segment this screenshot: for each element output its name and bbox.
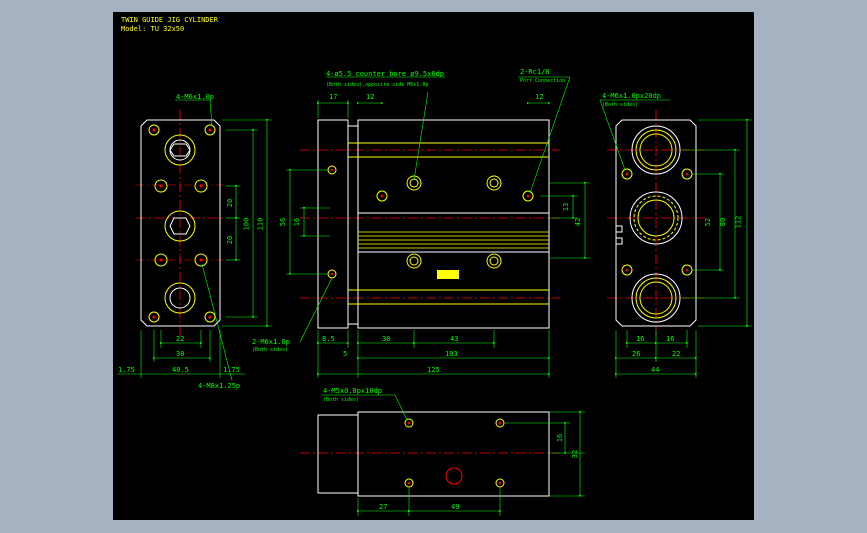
- dim-side-56: 56: [279, 217, 288, 227]
- port-connection-callout: 2-Rc1/8: [520, 68, 550, 76]
- dim-bottom-32: 32: [571, 449, 580, 459]
- dim-front-22: 22: [176, 335, 185, 343]
- dim-side-17: 17: [329, 93, 338, 101]
- dim-front-110: 110: [256, 217, 265, 231]
- dim-side-42: 42: [574, 217, 583, 227]
- dim-side-13: 13: [562, 202, 571, 212]
- dim-bottom-27: 27: [379, 503, 388, 511]
- dim-side-5: 5: [343, 350, 348, 358]
- side-view: [286, 76, 590, 378]
- dim-side-43: 43: [450, 335, 459, 343]
- dim-front-1-75-left: 1.75: [118, 366, 135, 374]
- dim-bottom-16: 16: [556, 433, 565, 443]
- dim-right-52: 52: [704, 217, 713, 227]
- dim-right-26: 26: [632, 350, 641, 358]
- bottom-view: [300, 394, 585, 516]
- right-tap-callout: 4-M6x1.0px20dp: [602, 92, 662, 100]
- drawing-title: TWIN GUIDE JIG CYLINDER: [121, 16, 218, 24]
- model-label: Model: TU 32x50: [121, 25, 185, 33]
- port-connection-note: Port Connection: [520, 78, 566, 84]
- front-view: [117, 99, 272, 381]
- dim-right-16-left: 16: [636, 335, 645, 343]
- dim-side-8-5: 8.5: [322, 335, 335, 343]
- front-tap-callout: 4-M6x1.0p: [176, 93, 214, 101]
- dim-front-100: 100: [242, 217, 251, 231]
- dim-right-22: 22: [672, 350, 681, 358]
- side-port-callout: 4-ø5.5 counter bore ø9.5x6dp: [326, 70, 445, 78]
- bottom-tap-callout: 4-M5x0.8px10dp: [323, 387, 383, 395]
- dim-right-112: 112: [734, 215, 743, 229]
- right-end-view: [599, 99, 752, 378]
- right-tap-note: (Both sides): [602, 102, 639, 108]
- dim-front-30: 30: [176, 350, 185, 358]
- dim-side-12-left: 12: [366, 93, 375, 101]
- dim-front-20-bottom: 20: [226, 235, 235, 245]
- dim-side-103: 103: [445, 350, 458, 358]
- dim-front-1-75-right: 1.75: [223, 366, 240, 374]
- front-bottom-tap-callout: 4-M8x1.25p: [198, 382, 241, 390]
- dim-front-40-5: 40.5: [172, 366, 189, 374]
- dim-bottom-49: 49: [451, 503, 460, 511]
- dim-right-44: 44: [651, 366, 660, 374]
- dim-side-125: 125: [427, 366, 440, 374]
- dim-side-30: 30: [382, 335, 391, 343]
- bottom-tap-note: (Both sides): [323, 397, 360, 403]
- dim-right-80: 80: [719, 217, 728, 227]
- dim-right-16-right: 16: [666, 335, 675, 343]
- dim-front-20-top: 20: [226, 198, 235, 208]
- dim-side-12-right: 12: [535, 93, 544, 101]
- dim-side-16: 16: [293, 217, 302, 227]
- title-block: TWIN GUIDE JIG CYLINDER Model: TU 32x50: [121, 16, 218, 34]
- side-bottom-tap-callout: 2-M6x1.0p: [252, 338, 290, 346]
- side-bottom-tap-note: (Both sides): [252, 347, 289, 353]
- side-port-note: (Both sides),opposite side M6x1.0p: [326, 82, 429, 88]
